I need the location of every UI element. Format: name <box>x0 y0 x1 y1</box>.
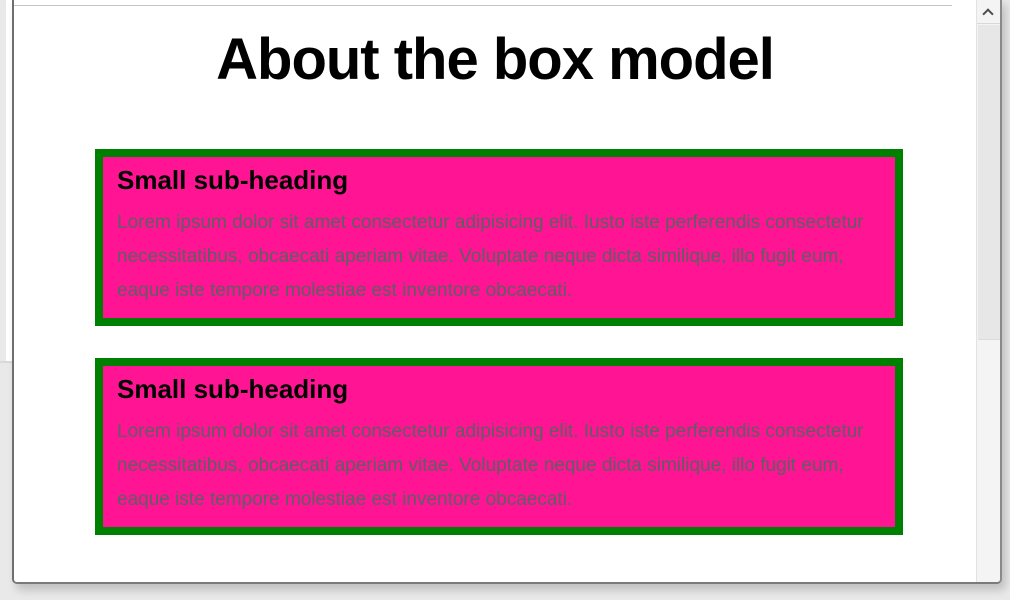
scrollbar-track[interactable] <box>976 0 1000 582</box>
browser-window: About the box model Small sub-heading Lo… <box>12 0 1002 584</box>
scrollbar-thumb[interactable] <box>978 25 1000 340</box>
page-content: About the box model Small sub-heading Lo… <box>14 0 976 582</box>
card-body-text: Lorem ipsum dolor sit amet consectetur a… <box>117 211 864 301</box>
page-title: About the box model <box>216 27 775 92</box>
card-heading: Small sub-heading <box>117 164 349 195</box>
background-window-seam <box>0 361 14 363</box>
chevron-up-icon <box>982 8 994 20</box>
card-heading: Small sub-heading <box>117 373 349 404</box>
card-body-text: Lorem ipsum dolor sit amet consectetur a… <box>117 420 864 510</box>
box-model-card: Small sub-heading Lorem ipsum dolor sit … <box>95 357 903 535</box>
scroll-up-button[interactable] <box>977 0 1000 24</box>
top-hairline <box>14 5 952 6</box>
box-model-card: Small sub-heading Lorem ipsum dolor sit … <box>95 148 903 326</box>
